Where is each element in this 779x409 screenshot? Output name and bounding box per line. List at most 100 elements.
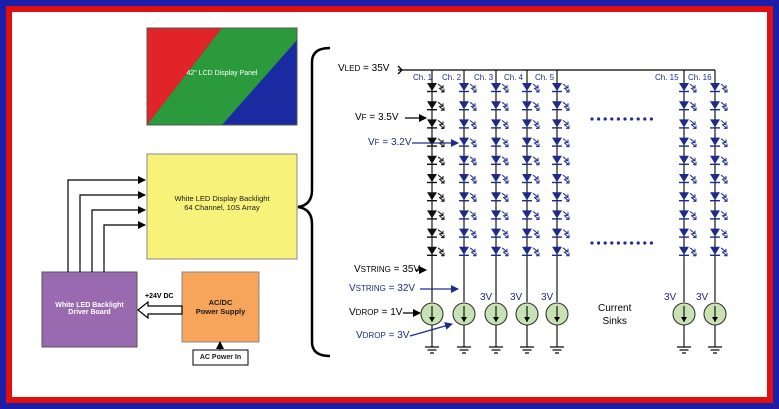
led-diode [522,228,532,237]
led-emission-arrowhead [565,176,569,180]
led-emission-arrowhead [504,121,508,125]
led-emission-arrowhead [693,234,697,239]
led-emission-arrow [562,211,569,216]
led-emission-arrowhead [473,180,477,184]
led-emission-arrow [437,192,444,198]
led-emission-arrowhead [472,212,476,216]
led-emission-arrowhead [440,212,444,216]
ellipsis-dot [643,241,647,245]
led-emission-arrowhead [473,234,477,239]
vf1-val: = 3.5V [366,112,399,123]
led-emission-arrow [720,174,727,180]
led-diode [710,192,720,201]
led-emission-arrowhead [504,176,508,180]
led-emission-arrowhead [692,230,696,235]
led-emission-arrow [437,156,444,162]
led-diode [552,192,562,201]
led-emission-arrowhead [723,103,727,107]
current-sinks-line2: Sinks [602,316,627,327]
led-emission-arrow [562,247,569,253]
led-emission-arrowhead [505,89,509,93]
led-emission-arrow [532,101,539,107]
led-emission-arrowhead [692,176,696,180]
led-emission-arrow [438,124,445,129]
led-diode [710,119,720,128]
led-emission-arrowhead [565,139,569,144]
led-emission-arrow [437,83,444,89]
led-emission-arrow [533,87,540,93]
led-emission-arrowhead [724,125,728,129]
led-schematic [397,65,728,354]
led-emission-arrowhead [441,89,445,93]
led-diode [522,192,532,201]
ellipsis-dot [623,117,627,121]
led-emission-arrowhead [472,194,476,198]
led-emission-arrowhead [565,230,569,235]
led-emission-arrowhead [692,103,696,107]
led-emission-arrowhead [473,252,477,257]
led-emission-arrow [720,247,727,253]
driver-board-block [41,271,138,348]
led-emission-arrow [438,196,445,202]
led-emission-arrowhead [505,125,509,129]
led-emission-arrow [562,192,569,198]
led-diode [459,210,469,219]
ellipsis-dot [590,117,594,121]
led-diode [552,155,562,164]
led-emission-arrowhead [724,161,728,166]
led-emission-arrow [721,196,728,202]
led-emission-arrowhead [440,157,444,162]
channel-label-15: Ch. 15 [655,73,679,82]
led-emission-arrow [532,174,539,180]
led-emission-arrowhead [504,212,508,216]
led-emission-arrowhead [441,180,445,184]
led-emission-arrow [502,196,509,202]
led-emission-arrow [563,251,570,257]
vf2-label: VF = 3.2V [368,137,412,148]
led-emission-arrow [563,87,570,93]
led-emission-arrowhead [535,157,539,162]
led-emission-arrow [721,105,728,111]
led-diode [459,119,469,128]
led-emission-arrowhead [535,248,539,253]
led-emission-arrow [502,124,509,129]
ellipsis-dot [630,241,634,245]
led-emission-arrow [721,124,728,129]
led-diode [710,228,720,237]
led-diode [491,155,501,164]
vdrop1-val: = 1V [378,307,403,318]
ellipsis-dot [636,117,640,121]
led-emission-arrow [502,178,509,184]
led-emission-arrow [437,101,444,107]
led-emission-arrow [690,124,697,129]
lcd-panel [146,27,298,126]
led-emission-arrow [470,251,477,257]
vf2-main: V [368,137,375,148]
vdrop2-val: = 3V [385,330,410,341]
led-diode [552,119,562,128]
led-emission-arrowhead [505,234,509,239]
ellipsis-dot [603,117,607,121]
driver-label-line1: White LED Backlight [55,302,124,309]
vf1-main: V [355,112,362,123]
led-string-ch2 [452,70,477,354]
led-diode [427,101,437,110]
led-diode [427,228,437,237]
led-emission-arrowhead [566,161,570,166]
led-emission-arrowhead [565,121,569,125]
led-emission-arrowhead [565,103,569,107]
led-emission-arrow [469,229,476,234]
led-emission-arrowhead [566,216,570,220]
led-emission-arrowhead [723,248,727,253]
led-emission-arrowhead [504,85,508,89]
led-emission-arrow [532,247,539,253]
led-diode [552,210,562,219]
led-emission-arrowhead [536,252,540,257]
led-emission-arrowhead [565,85,569,89]
led-emission-arrow [689,120,696,125]
led-emission-arrow [689,138,696,143]
vstring2-main: V [349,283,356,294]
led-emission-arrowhead [566,180,570,184]
led-emission-arrowhead [535,230,539,235]
led-emission-arrowhead [472,230,476,235]
